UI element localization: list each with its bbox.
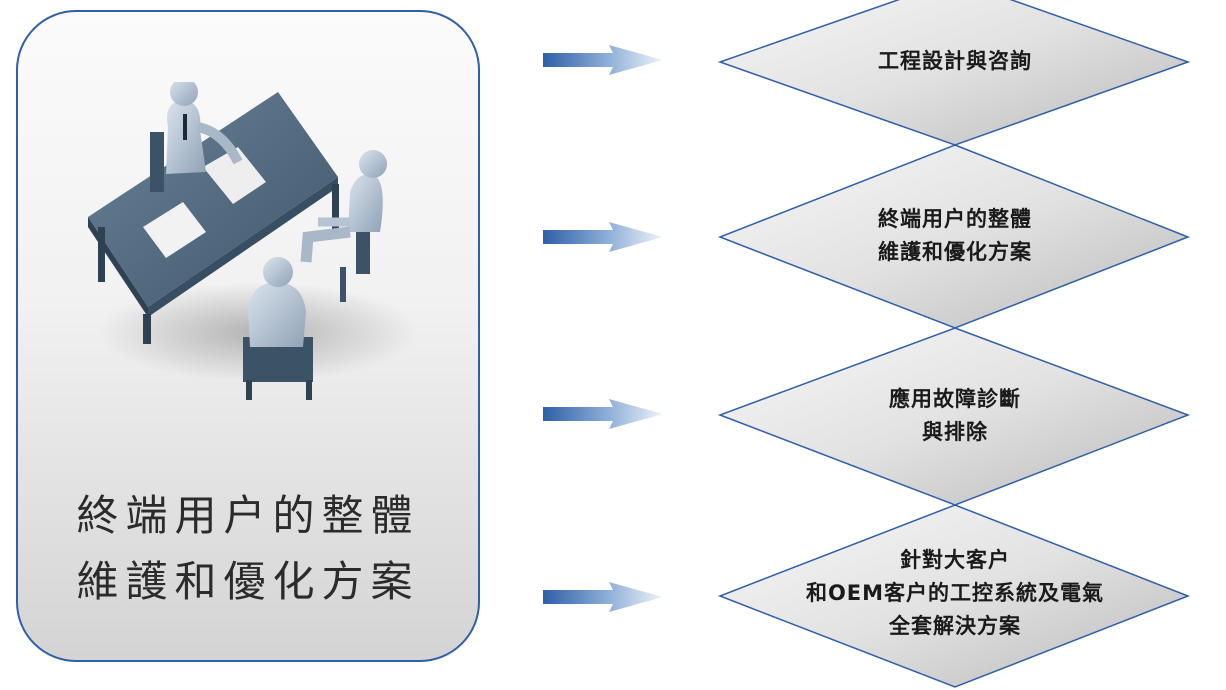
left-panel: 終端用户的整體 維護和優化方案 — [16, 10, 480, 662]
step-2-line2: 維護和優化方案 — [878, 240, 1032, 264]
panel-title-line1: 終端用户的整體 — [76, 491, 420, 540]
paper-left — [143, 202, 206, 258]
step-1-label: 工程設計與咨詢 — [720, 45, 1190, 78]
step-3-line1: 應用故障診斷 — [889, 387, 1021, 411]
arrow-step-2 — [543, 222, 663, 252]
arrow-step-1 — [543, 45, 663, 75]
step-3-label: 應用故障診斷 與排除 — [720, 383, 1190, 449]
step-4-line1: 針對大客户 — [900, 548, 1010, 572]
step-4-line2: 和OEM客户的工控系統及電氣 — [805, 581, 1105, 605]
step-4-line3: 全套解決方案 — [889, 614, 1021, 638]
step-2-label: 終端用户的整體 維護和優化方案 — [720, 203, 1190, 269]
arrow-step-4 — [543, 582, 663, 612]
panel-title-line2: 維護和優化方案 — [76, 557, 420, 606]
arrow-step-3 — [543, 399, 663, 429]
step-2-line1: 終端用户的整體 — [878, 207, 1032, 231]
meeting-illustration — [88, 82, 418, 400]
paper-right — [203, 147, 266, 204]
figure-manager — [150, 82, 243, 192]
desk-top — [88, 92, 338, 307]
step-4-label: 針對大客户 和OEM客户的工控系統及電氣 全套解決方案 — [720, 544, 1190, 643]
diamond-step-4 — [717, 504, 1191, 688]
figure-front — [243, 257, 313, 400]
step-1-line1: 工程設計與咨詢 — [878, 49, 1032, 73]
figure-right — [300, 150, 387, 302]
step-3-line2: 與排除 — [922, 420, 988, 444]
